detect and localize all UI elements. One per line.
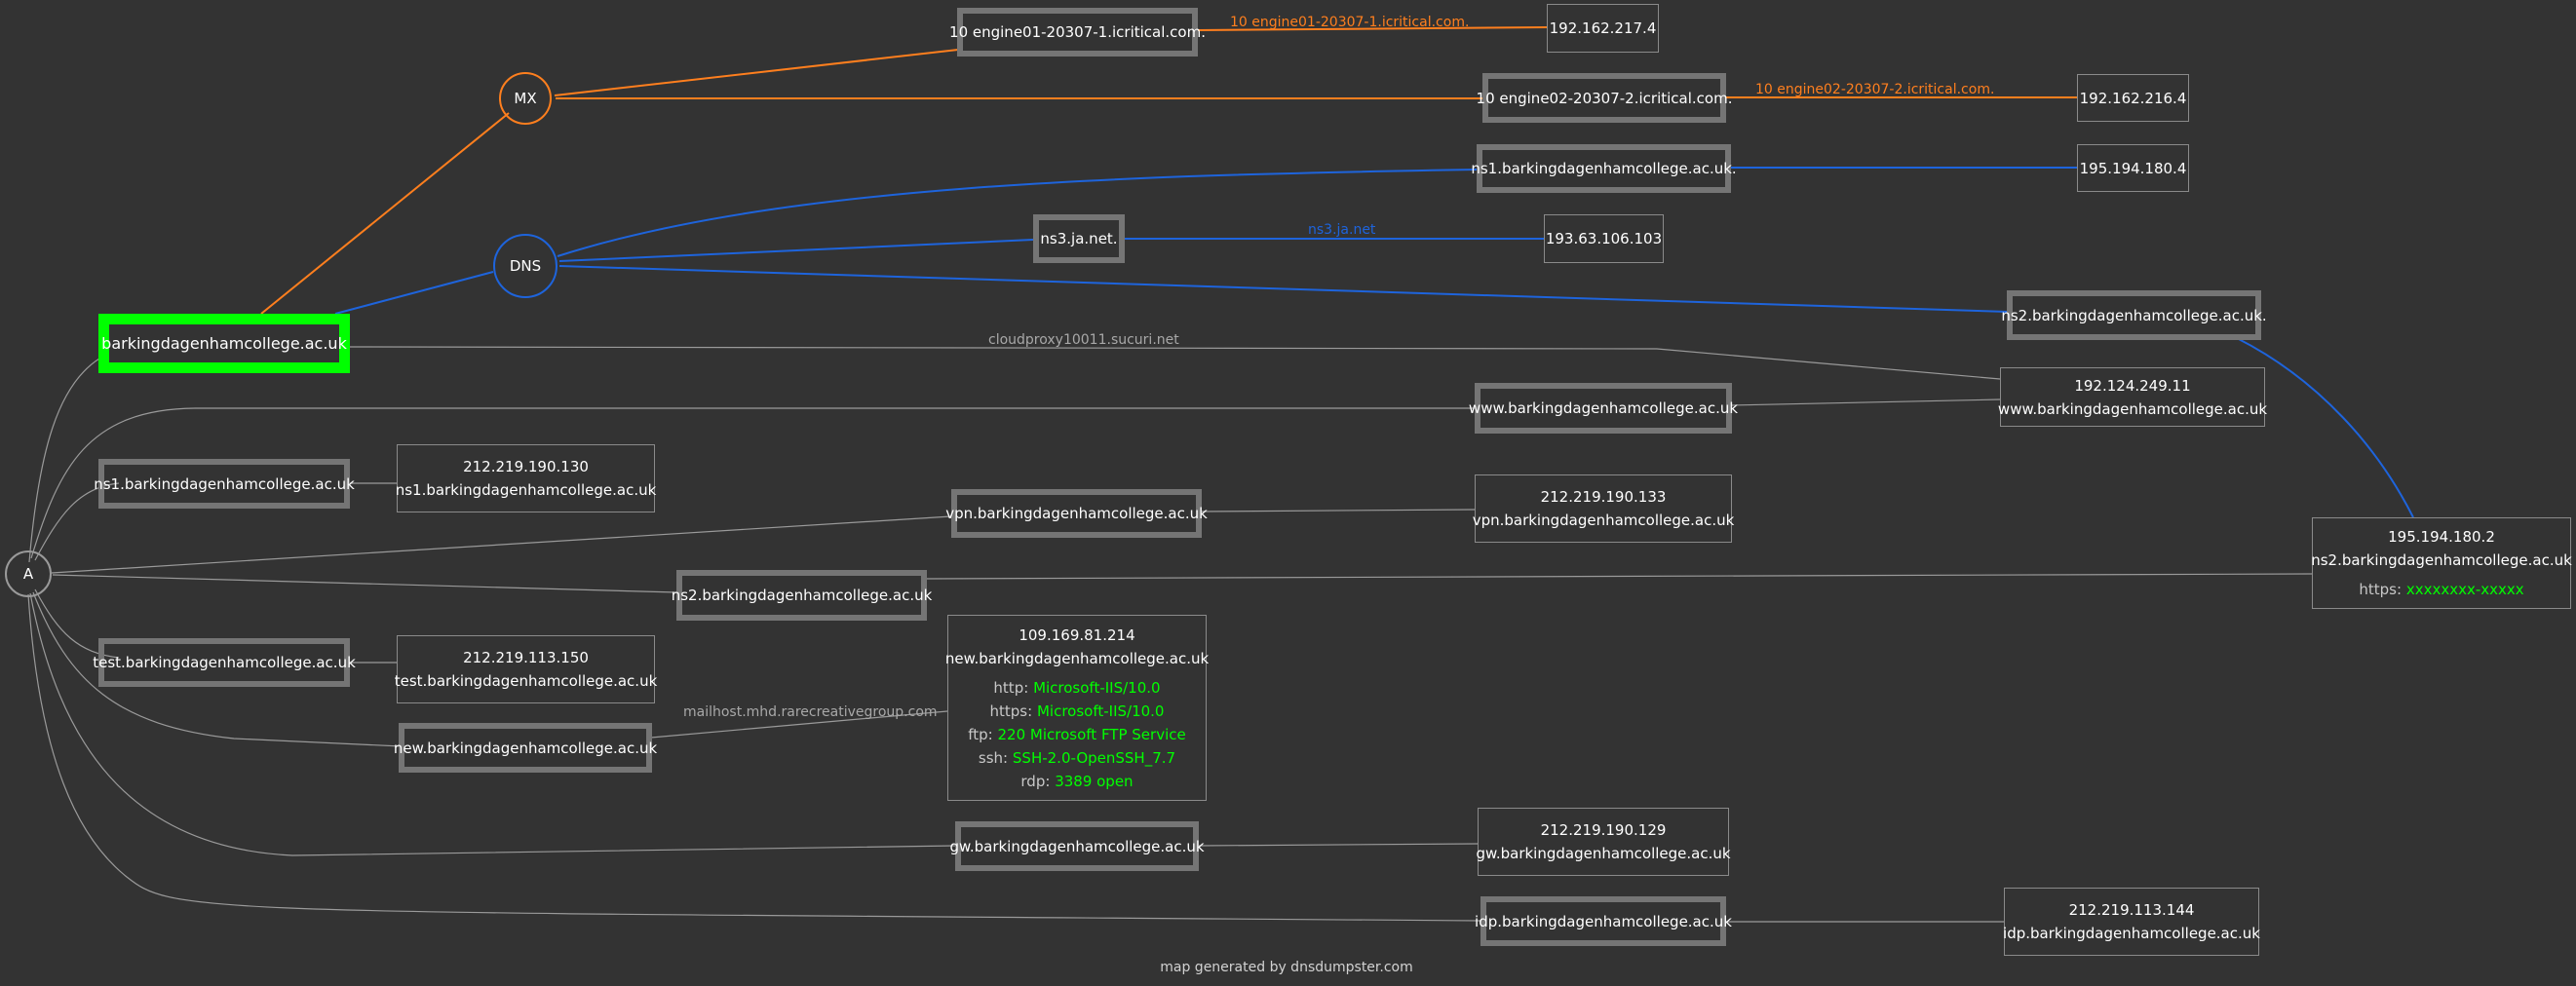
ns-host-ns2[interactable]: ns2.barkingdagenhamcollege.ac.uk. [2001,290,2267,340]
a-group-node[interactable]: A [5,550,52,597]
edge-a-vpn [51,515,952,574]
edge-engine01-ip [1196,26,1548,31]
ip-text: 109.169.81.214 [1019,626,1135,644]
ip-text: 212.219.113.144 [2068,901,2195,919]
ip-text: 192.124.249.11 [2074,376,2191,395]
reverse-dns-text: ns1.barkingdagenhamcollege.ac.uk [395,481,657,499]
reverse-dns-text: idp.barkingdagenhamcollege.ac.uk [2003,925,2260,942]
edge-www-ip [1730,398,2001,406]
reverse-dns-text: test.barkingdagenhamcollege.ac.uk [394,672,658,690]
reverse-dns-text: ns2.barkingdagenhamcollege.ac.uk [2311,551,2572,569]
footer-credit: map generated by dnsdumpster.com [1160,960,1413,975]
mx-group-node[interactable]: MX [499,72,552,125]
edge-dns-ns3 [558,239,1034,262]
edge-label-mailhost: mailhost.mhd.rarecreativegroup.com [683,704,938,720]
a-ip-gw: 212.219.190.129 gw.barkingdagenhamcolleg… [1476,808,1731,876]
ns-host-ns3[interactable]: ns3.ja.net. [1033,214,1125,263]
edge-dns-ns1 [557,169,1479,257]
edge-a-idp [27,593,1482,922]
edge-mx-engine01 [554,49,959,96]
edge-label-ns3: ns3.ja.net [1308,222,1376,238]
domain-node[interactable]: barkingdagenhamcollege.ac.uk [98,314,350,373]
edge-dns-ns2 [558,265,2009,313]
edge-a-www [30,407,1475,559]
edge-label-cloudproxy: cloudproxy10011.sucuri.net [988,332,1179,348]
edge-label-engine02: 10 engine02-20307-2.icritical.com. [1755,82,1995,97]
a-host-ns1[interactable]: ns1.barkingdagenhamcollege.ac.uk [94,459,355,509]
a-host-www[interactable]: www.barkingdagenhamcollege.ac.uk [1469,383,1738,434]
a-ip-new: 109.169.81.214 new.barkingdagenhamcolleg… [944,615,1210,801]
a-ip-idp: 212.219.113.144 idp.barkingdagenhamcolle… [2003,888,2260,956]
edge-new-ip [650,710,948,739]
edge-a-domain [28,358,100,563]
service-rdp: rdp: 3389 open [1020,772,1134,790]
mx-ip-engine02: 192.162.216.4 [2077,74,2189,122]
edge-gw-ip [1197,843,1479,847]
a-ip-www: 192.124.249.11 www.barkingdagenhamcolleg… [1997,367,2268,427]
ns-host-ns1[interactable]: ns1.barkingdagenhamcollege.ac.uk. [1471,144,1737,193]
a-host-ns2[interactable]: ns2.barkingdagenhamcollege.ac.uk [672,570,932,621]
mx-host-engine02[interactable]: 10 engine02-20307-2.icritical.com. [1477,73,1732,123]
edge-a-test [34,588,120,659]
service-ftp: ftp: 220 Microsoft FTP Service [968,725,1186,743]
edge-vpn-ip [1200,509,1476,512]
service-ssh: ssh: SSH-2.0-OpenSSH_7.7 [978,748,1176,767]
edge-label-engine01: 10 engine01-20307-1.icritical.com. [1230,15,1470,30]
edge-ns2-ip [2236,337,2414,518]
mx-host-engine01[interactable]: 10 engine01-20307-1.icritical.com. [949,8,1206,57]
edge-ns2host-ip [925,573,2313,580]
edge-a-new [32,591,403,747]
reverse-dns-text: new.barkingdagenhamcollege.ac.uk [944,649,1210,667]
a-host-gw[interactable]: gw.barkingdagenhamcollege.ac.uk [949,821,1205,871]
a-ip-vpn: 212.219.190.133 vpn.barkingdagenhamcolle… [1472,474,1735,543]
edge-domain-mx [260,112,510,315]
service-http: http: Microsoft-IIS/10.0 [993,678,1161,697]
ip-text: 212.219.190.130 [463,458,589,475]
edge-a-ns2 [52,574,677,593]
reverse-dns-text: www.barkingdagenhamcollege.ac.uk [1997,399,2268,418]
ns-ip-ns1: 195.194.180.4 [2077,144,2189,192]
edge-domain-cloudproxy [347,346,2001,380]
edge-a-ns1 [34,482,120,561]
dns-group-node[interactable]: DNS [493,234,557,298]
ip-text: 212.219.190.129 [1540,821,1667,839]
edge-a-gw [29,592,956,856]
a-ip-ns2: 195.194.180.2 ns2.barkingdagenhamcollege… [2311,517,2572,609]
a-host-test[interactable]: test.barkingdagenhamcollege.ac.uk [93,638,356,687]
service-https: https: xxxxxxxx-xxxxx [2359,581,2524,598]
a-ip-test: 212.219.113.150 test.barkingdagenhamcoll… [394,635,658,703]
edge-domain-dns [334,271,494,315]
ip-text: 195.194.180.2 [2388,528,2495,546]
a-host-vpn[interactable]: vpn.barkingdagenhamcollege.ac.uk [945,489,1208,538]
ip-text: 212.219.113.150 [463,649,589,666]
ip-text: 212.219.190.133 [1540,488,1667,506]
a-host-idp[interactable]: idp.barkingdagenhamcollege.ac.uk [1475,896,1732,946]
reverse-dns-text: vpn.barkingdagenhamcollege.ac.uk [1472,512,1735,529]
reverse-dns-text: gw.barkingdagenhamcollege.ac.uk [1476,845,1731,862]
ns-ip-ns3: 193.63.106.103 [1544,214,1664,263]
mx-ip-engine01: 192.162.217.4 [1547,4,1659,53]
a-host-new[interactable]: new.barkingdagenhamcollege.ac.uk [394,723,657,773]
a-ip-ns1: 212.219.190.130 ns1.barkingdagenhamcolle… [395,444,657,512]
service-https: https: Microsoft-IIS/10.0 [989,702,1165,720]
